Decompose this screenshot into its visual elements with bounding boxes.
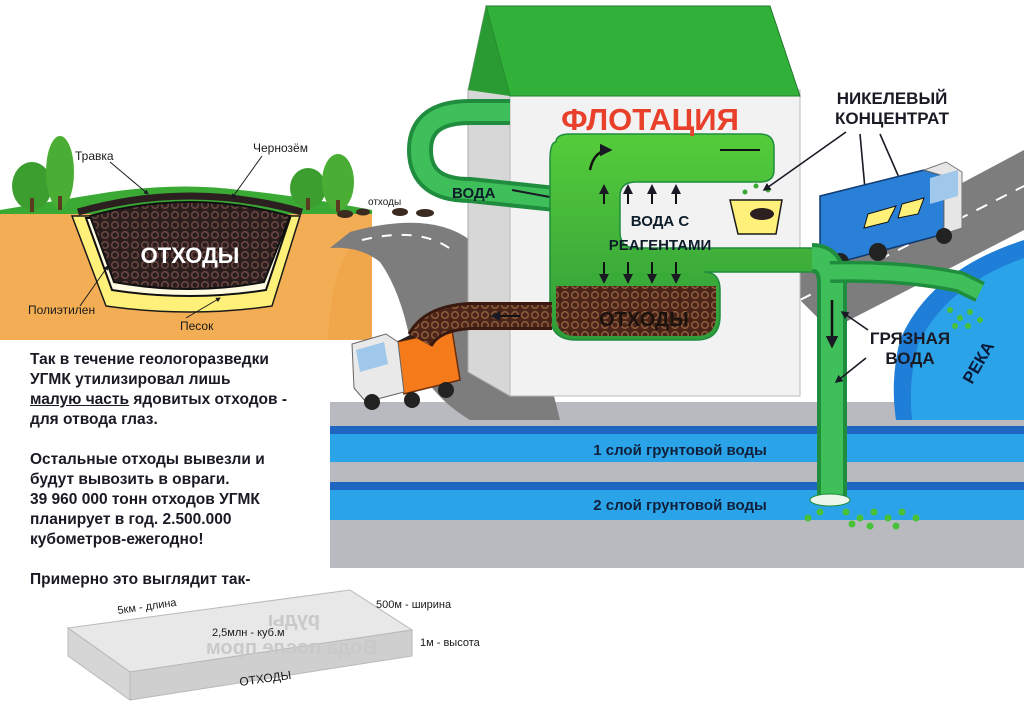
nickel-label-2: КОНЦЕНТРАТ — [835, 109, 950, 128]
label-sand: Песок — [180, 319, 214, 333]
waste-outlet-pipe — [407, 302, 552, 348]
dirty-water-pipes — [804, 243, 985, 530]
label-chernozem: Чернозём — [253, 141, 308, 155]
pit-waste-label: ОТХОДЫ — [141, 243, 240, 268]
flotation-tank: ОТХОДЫ ВОДА С РЕАГЕНТАМИ — [549, 133, 821, 341]
chernozem-layer — [77, 192, 303, 216]
small-waste-piles — [337, 208, 434, 218]
river: РЕКА — [893, 240, 1024, 420]
p2-line-1: Остальные отходы вывезли и — [30, 451, 265, 468]
reagent-down-arrows — [599, 262, 681, 284]
paragraph-2: Остальные отходы вывезли и будут вывозит… — [30, 450, 350, 550]
label-polyethylene: Полиэтилен — [28, 303, 95, 317]
p2-line-5: кубометров-ежегодно! — [30, 531, 204, 548]
dirty-water-label-2: ВОДА — [885, 349, 934, 368]
nickel-label-1: НИКЕЛЕВЫЙ — [837, 89, 948, 108]
p2-line-3: 39 960 000 тонн отходов УГМК — [30, 491, 260, 508]
p1-line-2: УГМК утилизировал лишь — [30, 371, 231, 388]
blue-truck — [819, 161, 963, 271]
p1-line-4: для отвода глаз. — [30, 411, 158, 428]
reagents-label-1: ВОДА С — [631, 213, 690, 230]
concentrate-cup — [729, 183, 783, 235]
show-through-text-1: руды — [268, 609, 320, 631]
show-through-text-2: Вода после пром — [206, 637, 377, 659]
waste-slab-illustration: руды Вода после пром 5км - длина 500м - … — [66, 589, 481, 701]
slab-height: 1м - высота — [420, 637, 481, 649]
ground-layers: 1 слой грунтовой воды 2 слой грунтовой в… — [330, 402, 1024, 568]
pollution-droplets — [804, 307, 983, 530]
label-small-waste: отходы — [368, 197, 401, 208]
reagents-label-2: РЕАГЕНТАМИ — [609, 237, 712, 254]
layer2-label: 2 слой грунтовой воды — [593, 497, 767, 514]
p1-line-3: малую часть ядовитых отходов - — [30, 390, 350, 410]
slab-width: 500м - ширина — [376, 599, 452, 611]
p1-underline: малую часть — [30, 391, 130, 408]
landfill-cross-section: ОТХОДЫ Травка Чернозём отходы Полиэтилен… — [0, 136, 434, 340]
trees — [12, 136, 354, 212]
p1-line-1: Так в течение геологоразведки — [30, 351, 269, 368]
layer1-label: 1 слой грунтовой воды — [593, 442, 767, 459]
paragraph-3: Примерно это выглядит так- — [30, 570, 350, 590]
p2-line-4: планирует в год. 2.500.000 — [30, 511, 232, 528]
reagent-up-arrows — [599, 184, 681, 204]
water-inlet-pipe: ВОДА — [406, 99, 568, 213]
p2-line-2: будут вывозить в овраги. — [30, 471, 230, 488]
p1-line-3-rest: ядовитых отходов - — [129, 391, 288, 408]
waste-body — [88, 201, 292, 290]
water-label: ВОДА — [452, 185, 496, 202]
tank-waste-label: ОТХОДЫ — [599, 309, 689, 331]
flotation-title: ФЛОТАЦИЯ — [561, 102, 739, 137]
slab-volume: 2,5млн - куб.м — [212, 627, 285, 639]
label-travka: Травка — [75, 149, 114, 163]
dirty-water-label-1: ГРЯЗНАЯ — [870, 329, 950, 348]
p3-line-1: Примерно это выглядит так- — [30, 571, 251, 588]
building-roof — [485, 5, 801, 97]
paragraph-1: Так в течение геологоразведки УГМК утили… — [30, 350, 350, 430]
